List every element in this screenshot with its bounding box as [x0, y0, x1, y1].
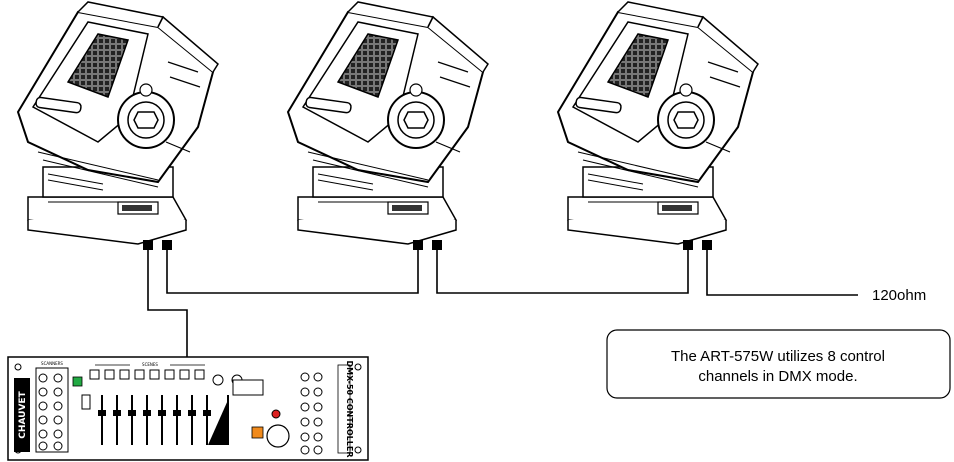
note-box: The ART-575W utilizes 8 control channels… [606, 329, 951, 399]
controller-model: DMX-50 CONTROLLER [345, 361, 354, 458]
dmx-cables [147, 250, 858, 357]
faders [81, 394, 229, 445]
dmx-controller: SCANNERS CHAUVET SCENES [7, 356, 369, 461]
controller-brand: CHAUVET [18, 390, 28, 438]
xlr-out-2 [432, 240, 442, 250]
xlr-in-2 [413, 240, 423, 250]
note-line-1: The ART-575W utilizes 8 control [671, 348, 885, 365]
scanner-buttons [35, 367, 69, 453]
scanners-label: SCANNERS [41, 361, 63, 366]
scenes-label: SCENES [142, 362, 158, 367]
xlr-out-1 [162, 240, 172, 250]
xlr-in-3 [683, 240, 693, 250]
xlr-in-1 [143, 240, 153, 250]
fixture-1 [17, 1, 219, 245]
scene-buttons [89, 369, 205, 380]
fixture-3 [557, 1, 759, 245]
terminator-label: 120ohm [872, 287, 926, 304]
xlr-out-3 [702, 240, 712, 250]
fixture-2 [287, 1, 489, 245]
note-line-2: channels in DMX mode. [698, 368, 857, 385]
